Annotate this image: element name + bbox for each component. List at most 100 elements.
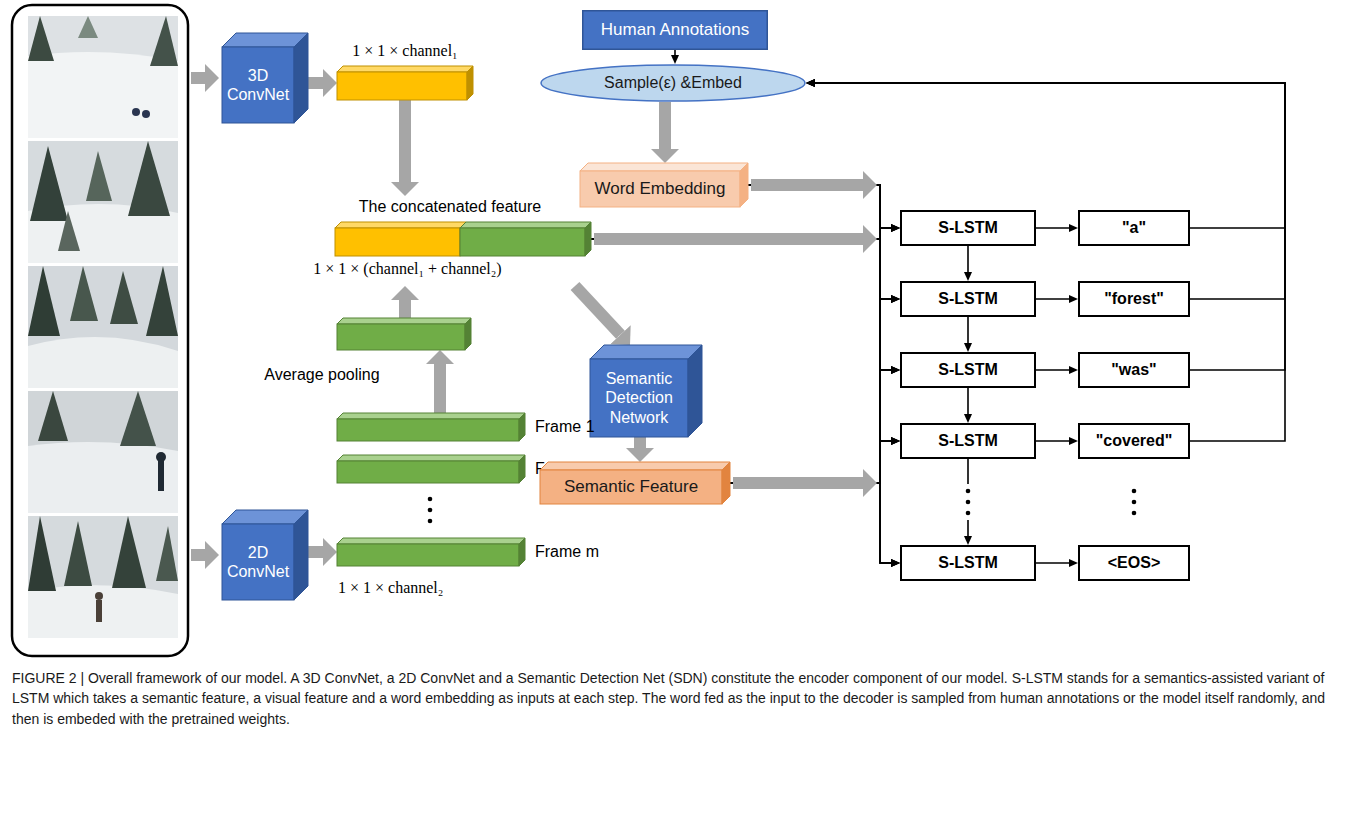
- block-side: [294, 33, 308, 123]
- flow-arrow: [591, 239, 891, 563]
- block-face: [337, 413, 525, 441]
- block-front: [337, 461, 519, 483]
- lstm-cell: S-LSTM: [900, 423, 1036, 459]
- snow-scene: [28, 516, 178, 638]
- input-arrow: [205, 64, 219, 92]
- block-arrow: [575, 286, 620, 335]
- output-word: "a": [1078, 210, 1190, 246]
- flow-arrow: [591, 228, 891, 239]
- convnet-2d-block: 2D ConvNet: [222, 510, 308, 600]
- skier: [158, 461, 164, 491]
- input-arrow: [205, 541, 219, 569]
- feature-bar: 1 × 1 × channel₁: [337, 40, 473, 100]
- tree: [150, 16, 178, 66]
- tree: [120, 391, 156, 446]
- block-face: [222, 510, 308, 600]
- block-face: [590, 345, 702, 437]
- flow-arrow: [967, 317, 969, 343]
- flow-arrow: [748, 185, 891, 370]
- node-label: S-LSTM: [900, 352, 1036, 388]
- block-front: [337, 324, 465, 350]
- block-face: [540, 462, 730, 504]
- tree: [78, 16, 98, 38]
- tree: [28, 266, 60, 336]
- flow-arrow: [674, 50, 676, 55]
- input-arrow: [191, 549, 205, 561]
- block-side: [585, 222, 591, 256]
- block-side: [465, 318, 471, 350]
- block-arrow: [751, 179, 863, 191]
- tree: [156, 526, 178, 581]
- lstm-cell: S-LSTM: [900, 281, 1036, 317]
- video-frame: [28, 266, 178, 388]
- block-arrow: [308, 546, 323, 558]
- skier: [96, 600, 102, 622]
- snow-ground: [28, 585, 178, 638]
- node-label: 3D ConvNet: [222, 47, 294, 123]
- skier: [142, 110, 150, 118]
- semantic-feature-block: Semantic Feature: [540, 462, 730, 504]
- block-face: [460, 222, 591, 256]
- snow-ground: [28, 442, 178, 513]
- block-top: [335, 222, 466, 228]
- block-face: [580, 163, 748, 207]
- block-face: [337, 538, 525, 566]
- block-top: [580, 163, 748, 171]
- tree: [38, 391, 68, 441]
- snow-scene: [28, 16, 178, 138]
- skier: [132, 108, 140, 116]
- snow-ground: [28, 337, 178, 388]
- node-outline: [337, 318, 471, 350]
- box-outline: [901, 353, 1035, 387]
- tree: [30, 146, 68, 221]
- block-face: [337, 455, 525, 483]
- annotation-box: Human Annotations: [582, 10, 768, 50]
- tree: [146, 266, 178, 336]
- output-word: "was": [1078, 352, 1190, 388]
- node-label: "was": [1078, 352, 1190, 388]
- flow-arrow: [1036, 369, 1069, 371]
- tree: [64, 521, 92, 586]
- flow-arrow: [1036, 227, 1069, 229]
- block-arrow: [594, 233, 863, 245]
- ellipsis-dot: [1132, 511, 1137, 516]
- ellipsis-dot: [966, 500, 971, 505]
- skier: [95, 592, 103, 600]
- flow-arrow: [730, 483, 891, 563]
- block-side: [722, 462, 730, 504]
- tree: [28, 16, 54, 61]
- ellipsis-dot: [1132, 500, 1137, 505]
- output-word: "forest": [1078, 281, 1190, 317]
- flow-arrow: [815, 83, 1285, 228]
- lstm-cell: S-LSTM: [900, 545, 1036, 581]
- node-label: S-LSTM: [900, 423, 1036, 459]
- output-word: "covered": [1078, 423, 1190, 459]
- block-front: [337, 544, 519, 566]
- dimension-label: 1 × 1 × channel₂: [338, 578, 443, 597]
- block-arrow: [634, 437, 646, 448]
- block-top: [337, 455, 525, 461]
- flow-arrow: [1036, 298, 1069, 300]
- block-face: [337, 318, 471, 350]
- flow-arrow: [748, 185, 891, 228]
- tree: [58, 211, 80, 251]
- frame-feature-bar: Frame 1: [337, 413, 525, 441]
- sampling-ellipse: Sample(ε) &Embed: [540, 64, 806, 102]
- video-frame: [28, 391, 178, 513]
- tree: [128, 141, 170, 216]
- box-outline: [1079, 282, 1189, 316]
- pooled-feature-bar: Average pooling: [337, 318, 471, 350]
- node-label: S-LSTM: [900, 210, 1036, 246]
- snow-scene: [28, 391, 178, 513]
- ellipsis-dot: [428, 519, 433, 524]
- block-front: [337, 419, 519, 441]
- tree: [28, 516, 56, 591]
- lstm-cell: S-LSTM: [900, 352, 1036, 388]
- block-top: [222, 510, 308, 524]
- block-top: [337, 413, 525, 419]
- node-outline: [337, 413, 525, 441]
- ellipsis-dot: [1132, 489, 1137, 494]
- block-front: [540, 470, 722, 504]
- node-label: "a": [1078, 210, 1190, 246]
